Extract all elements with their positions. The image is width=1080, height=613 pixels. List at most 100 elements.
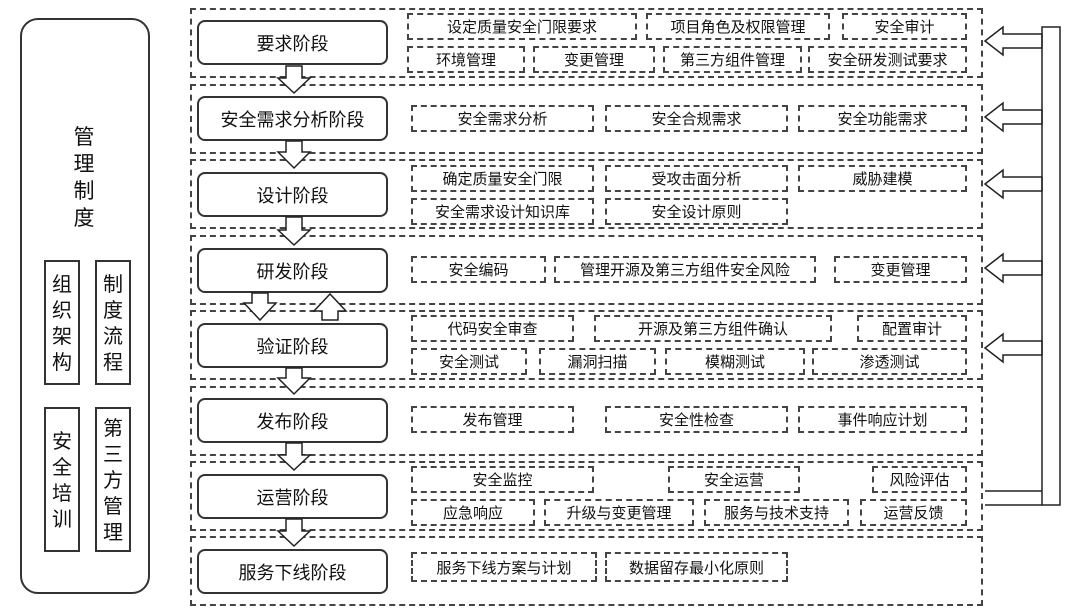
stage-item: 第三方组件管理 bbox=[663, 46, 802, 73]
stage-item: 变更管理 bbox=[834, 256, 967, 283]
stage-item: 安全研发测试要求 bbox=[808, 46, 967, 73]
stage-item: 受攻击面分析 bbox=[605, 165, 788, 192]
third-party-label: 第 三 方 管 理 bbox=[95, 407, 131, 552]
stage-item: 开源及第三方组件确认 bbox=[594, 315, 832, 342]
feedback-arrow-icon bbox=[983, 25, 1043, 57]
third-party-char: 理 bbox=[103, 519, 123, 544]
third-party-char: 方 bbox=[103, 467, 123, 492]
down-arrow-icon bbox=[276, 367, 312, 396]
stage-item: 环境管理 bbox=[407, 46, 525, 73]
process-label: 制 度 流 程 bbox=[95, 260, 131, 385]
management-title-char: 管 bbox=[73, 125, 95, 149]
training-label: 安 全 培 训 bbox=[44, 407, 80, 552]
stage-decommission: 服务下线阶段 bbox=[197, 549, 388, 594]
stage-item: 设定质量安全门限要求 bbox=[407, 13, 637, 40]
stage-item: 数据留存最小化原则 bbox=[605, 552, 788, 582]
process-box bbox=[95, 260, 131, 385]
feedback-bus bbox=[1041, 26, 1061, 506]
stage-item: 代码安全审查 bbox=[411, 315, 574, 342]
stage-item: 服务下线方案与计划 bbox=[411, 552, 597, 582]
up-arrow-icon bbox=[312, 292, 348, 321]
stage-item: 安全测试 bbox=[411, 348, 527, 375]
stage-item: 项目角色及权限管理 bbox=[646, 13, 830, 40]
stage-item: 服务与技术支持 bbox=[704, 499, 849, 526]
stage-item: 事件响应计划 bbox=[798, 406, 967, 433]
org-structure-char: 构 bbox=[52, 349, 72, 374]
stage-item: 安全合规需求 bbox=[605, 105, 788, 132]
down-arrow-icon bbox=[276, 65, 312, 95]
stage-item: 渗透测试 bbox=[812, 348, 967, 375]
feedback-arrow-icon bbox=[983, 101, 1043, 133]
third-party-char: 管 bbox=[103, 493, 123, 518]
stage-row-sec-req-analysis bbox=[190, 84, 983, 154]
stage-item: 管理开源及第三方组件安全风险 bbox=[554, 256, 816, 283]
stage-row-development bbox=[190, 235, 983, 305]
stage-row-decommission bbox=[190, 536, 983, 606]
stage-row-verification bbox=[190, 310, 983, 380]
stage-item: 安全监控 bbox=[411, 466, 594, 493]
feedback-arrow-icon bbox=[983, 252, 1043, 284]
process-char: 流 bbox=[103, 323, 123, 348]
stage-row-design bbox=[190, 159, 983, 229]
stage-release: 发布阶段 bbox=[197, 398, 388, 443]
down-arrow-icon bbox=[276, 442, 312, 472]
process-char: 度 bbox=[103, 297, 123, 322]
stage-item: 威胁建模 bbox=[798, 165, 967, 192]
feedback-arrow-icon bbox=[983, 332, 1043, 364]
stage-item: 安全需求分析 bbox=[411, 105, 594, 132]
stage-operations: 运营阶段 bbox=[197, 474, 388, 519]
stage-item: 安全性检查 bbox=[605, 406, 788, 433]
stage-development: 研发阶段 bbox=[197, 248, 388, 293]
stage-sec-req-analysis: 安全需求分析阶段 bbox=[197, 96, 388, 141]
stage-requirements: 要求阶段 bbox=[197, 20, 388, 65]
org-structure-char: 组 bbox=[52, 271, 72, 296]
org-structure-box bbox=[44, 260, 80, 385]
third-party-char: 第 bbox=[103, 415, 123, 440]
down-arrow-icon bbox=[242, 292, 278, 322]
stage-item: 安全功能需求 bbox=[798, 105, 967, 132]
stage-item: 应急响应 bbox=[411, 499, 535, 526]
stage-item: 发布管理 bbox=[411, 406, 574, 433]
training-char: 训 bbox=[52, 506, 72, 531]
third-party-box bbox=[95, 407, 131, 552]
stage-item: 变更管理 bbox=[533, 46, 655, 73]
stage-verification: 验证阶段 bbox=[197, 323, 388, 368]
org-structure-char: 架 bbox=[52, 323, 72, 348]
stage-item: 升级与变更管理 bbox=[544, 499, 694, 526]
management-panel bbox=[20, 18, 150, 594]
management-title: 管 理 制 度 bbox=[62, 122, 106, 234]
stage-row-requirements bbox=[190, 8, 983, 78]
stage-item: 配置审计 bbox=[857, 315, 967, 342]
stage-item: 运营反馈 bbox=[860, 499, 967, 526]
training-char: 培 bbox=[52, 480, 72, 505]
stage-item: 安全需求设计知识库 bbox=[411, 198, 594, 225]
down-arrow-icon bbox=[276, 140, 312, 170]
management-title-char: 度 bbox=[73, 206, 95, 230]
training-char: 安 bbox=[52, 428, 72, 453]
feedback-arrow-icon bbox=[983, 168, 1043, 200]
stage-item: 安全设计原则 bbox=[605, 198, 788, 225]
stage-item: 安全审计 bbox=[842, 13, 967, 40]
stage-row-operations bbox=[190, 461, 983, 531]
process-char: 制 bbox=[103, 271, 123, 296]
down-arrow-icon bbox=[276, 518, 312, 548]
stage-item: 确定质量安全门限 bbox=[411, 165, 594, 192]
training-box bbox=[44, 407, 80, 552]
management-title-char: 制 bbox=[73, 179, 95, 203]
stage-row-release bbox=[190, 386, 983, 456]
stage-item: 漏洞扫描 bbox=[539, 348, 656, 375]
training-char: 全 bbox=[52, 454, 72, 479]
stage-design: 设计阶段 bbox=[197, 172, 388, 217]
process-char: 程 bbox=[103, 349, 123, 374]
stage-item: 风险评估 bbox=[872, 466, 967, 493]
down-arrow-icon bbox=[276, 216, 312, 247]
org-structure-char: 织 bbox=[52, 297, 72, 322]
stage-item: 安全运营 bbox=[668, 466, 800, 493]
management-title-char: 理 bbox=[73, 152, 95, 176]
third-party-char: 三 bbox=[103, 441, 123, 466]
stage-item: 安全编码 bbox=[411, 256, 546, 283]
stage-item: 模糊测试 bbox=[665, 348, 805, 375]
org-structure-label: 组 织 架 构 bbox=[44, 260, 80, 385]
